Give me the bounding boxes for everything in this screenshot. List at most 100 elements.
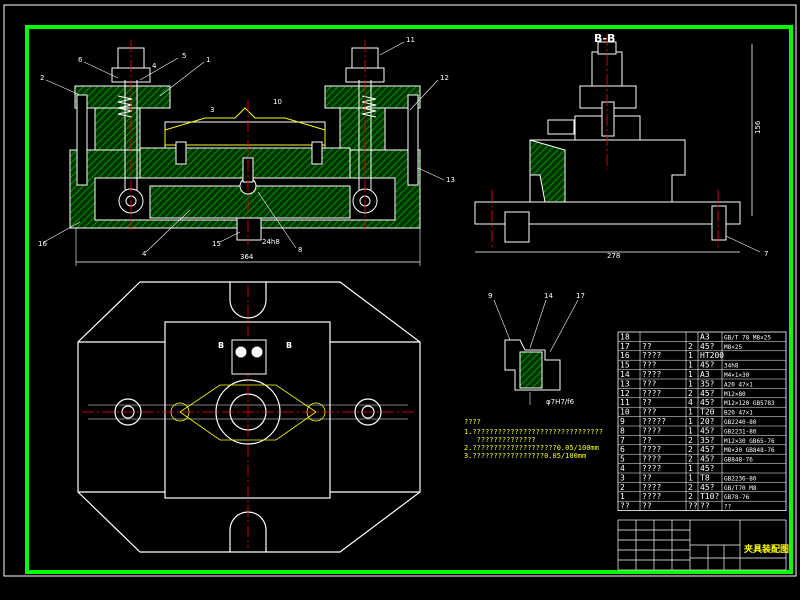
front-view [69, 47, 421, 266]
section-mark-right: B [286, 341, 292, 350]
parts-table-cell-std: 34h8 [724, 363, 739, 370]
workpiece-outline [164, 107, 326, 146]
right-spring [361, 95, 377, 118]
section-foot-left [504, 211, 530, 243]
clamp-plate [164, 121, 326, 149]
parts-table-cell-no: 13 [620, 379, 630, 388]
front-tolerance-label: 24h8 [262, 238, 280, 246]
parts-table-cell-mat: T20 [700, 408, 715, 417]
parts-table-cell-name: ???? [642, 351, 661, 360]
parts-table-cell-qty: 2 [688, 492, 693, 501]
notes-heading: ???? [464, 418, 481, 426]
parts-table-cell-mat: 35? [700, 436, 715, 445]
section-mark-left: B [218, 341, 224, 350]
section-screw [601, 101, 615, 137]
parts-table-cell-no: 14 [620, 370, 630, 379]
parts-table-cell-mat: ?? [700, 502, 710, 511]
callout-8: 8 [298, 246, 302, 254]
parts-table-cell-qty: 1 [688, 361, 693, 370]
parts-table-cell-qty: 1 [688, 473, 693, 482]
locating-pin [236, 217, 262, 241]
callout-6: 6 [78, 56, 83, 64]
parts-table-cell-no: 8 [620, 426, 625, 435]
parts-table-cell-no: 4 [620, 464, 625, 473]
parts-table-cell-qty: 1 [688, 417, 693, 426]
parts-table-cell-no: 16 [620, 351, 630, 360]
front-centerlines [130, 40, 366, 245]
top-outline [77, 281, 421, 553]
parts-table-cell-no: 10 [620, 408, 630, 417]
parts-table-cell-no: 15 [620, 361, 630, 370]
parts-table-cell-no: 9 [620, 417, 625, 426]
parts-table-cell-mat: 20? [700, 417, 715, 426]
parts-table-cell-std: GB/T 78 M8×25 [724, 334, 771, 341]
parts-table-cell-mat: T10? [700, 492, 719, 501]
top-centerlines [82, 285, 416, 548]
left-stud [76, 94, 88, 186]
parts-table-cell-no: 17 [620, 342, 630, 351]
parts-table-cell-std: M8×30 GB848-76 [724, 447, 775, 454]
parts-table-cell-name: ?? [642, 436, 652, 445]
parts-table-cell-name: ???? [642, 445, 661, 454]
parts-table-cell-qty: 1 [688, 464, 693, 473]
section-title: B-B [594, 32, 615, 45]
parts-table-cell-no: 7 [620, 436, 625, 445]
parts-table-cell-name: ?? [642, 502, 652, 511]
parts-table-cell-qty: 1 [688, 408, 693, 417]
parts-table-cell-qty: 2 [688, 483, 693, 492]
parts-table-cell-mat: 35? [700, 379, 715, 388]
detail-callout-14: 14 [544, 292, 553, 300]
parts-table-cell-mat: T8 [700, 473, 710, 482]
parts-table-cell-mat: A3 [700, 332, 710, 341]
parts-table-cell-name: ?? [642, 473, 652, 482]
parts-table-cell-mat: 45? [700, 389, 715, 398]
callout-11: 11 [406, 36, 415, 44]
parts-table-cell-name: ????? [642, 417, 666, 426]
front-callout-labels: 6 5 4 3 2 1 10 11 12 13 15 16 4 8 [38, 36, 455, 258]
callout-15: 15 [212, 240, 221, 248]
left-spring [117, 95, 133, 118]
left-post [175, 141, 187, 165]
notes-line-4: 3.?????????????????0.05/100mm [464, 452, 586, 460]
callout-10: 10 [273, 98, 282, 106]
parts-table-cell-mat: 45? [700, 455, 715, 464]
section-hatched-wedge [529, 139, 566, 203]
title-block [617, 519, 787, 571]
callout-1: 1 [206, 56, 210, 64]
parts-table-cell-name: ??? [642, 379, 657, 388]
top-view [77, 281, 421, 553]
parts-table-cell-no: 5 [620, 455, 625, 464]
callout-4a: 4 [152, 62, 157, 70]
parts-table-cell-mat: 45? [700, 361, 715, 370]
notes-line-3: 2.????????????????????0.05/100mm [464, 444, 599, 452]
title-block-title: 夹具装配图 [744, 543, 789, 555]
detail-pin [519, 351, 543, 389]
parts-table-cell-mat: 45? [700, 426, 715, 435]
parts-table-cell-qty: 2 [688, 455, 693, 464]
outer-frame [3, 4, 797, 577]
parts-table-cell-std: GB848-76 [724, 457, 753, 464]
section-callout-7: 7 [764, 250, 768, 258]
parts-table-cell-name: ?? [642, 342, 652, 351]
detail-callout-17: 17 [576, 292, 585, 300]
callout-2: 2 [40, 74, 44, 82]
parts-table-cell-qty: 1 [688, 379, 693, 388]
parts-table-cell-std: GB/T70 M8 [724, 485, 757, 492]
front-leaders [43, 41, 445, 253]
callout-4b: 4 [142, 250, 147, 258]
parts-table-cell-qty: 2 [688, 389, 693, 398]
technical-notes: ???? 1.??????????????????????????????? ?… [464, 418, 603, 460]
right-stud [407, 94, 419, 186]
parts-table-cell-std: A20 47×1 [724, 381, 753, 388]
parts-table-cell-mat: 45? [700, 398, 715, 407]
parts-table-cell-std: GB2240-80 [724, 419, 757, 426]
callout-13: 13 [446, 176, 455, 184]
callout-3: 3 [210, 106, 214, 114]
parts-table-cell-name: ???? [642, 464, 661, 473]
parts-table-cell-name: ???? [642, 455, 661, 464]
parts-table-cell-no: 1 [620, 492, 625, 501]
parts-table-cell-qty: 2 [688, 436, 693, 445]
detail-view [493, 299, 579, 405]
parts-table-cell-name: ??? [642, 361, 657, 370]
